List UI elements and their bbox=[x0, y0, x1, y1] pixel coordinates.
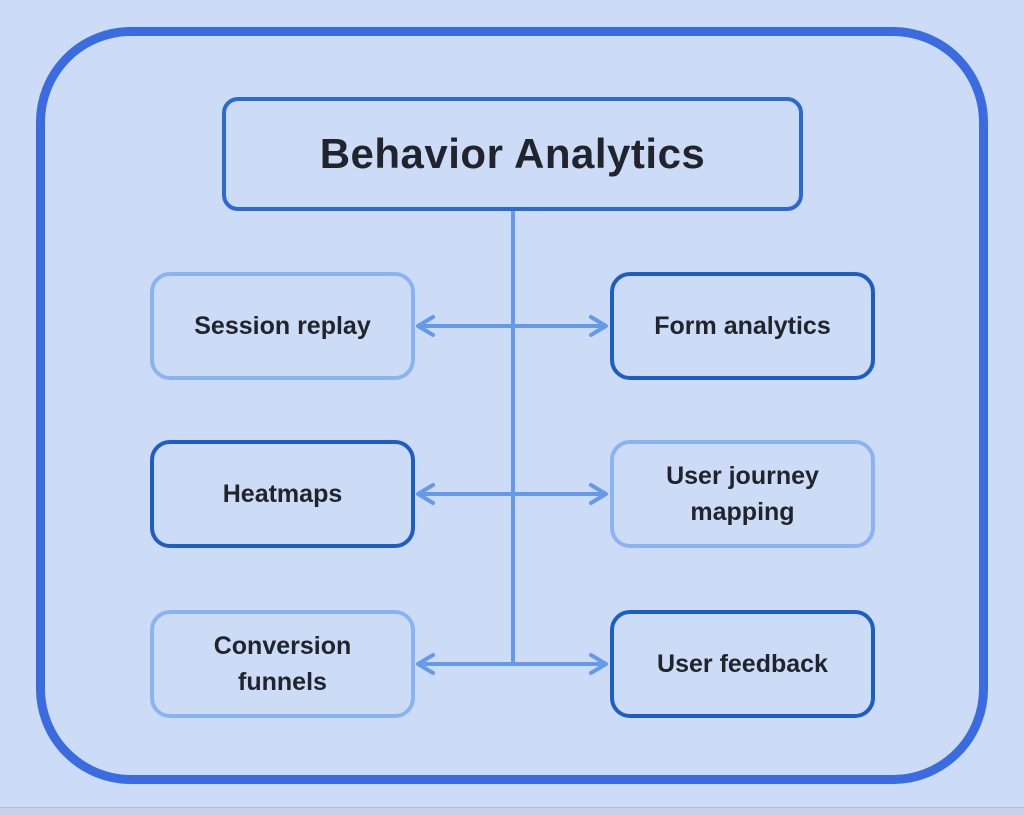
title-box: Behavior Analytics bbox=[222, 97, 803, 211]
node-label: Form analytics bbox=[654, 312, 831, 340]
node-heatmaps: Heatmaps bbox=[150, 440, 415, 548]
node-session-replay: Session replay bbox=[150, 272, 415, 380]
node-conversion-funnels: Conversion funnels bbox=[150, 610, 415, 718]
node-label: User feedback bbox=[657, 650, 828, 678]
node-label: User journey mapping bbox=[666, 462, 819, 526]
node-user-feedback: User feedback bbox=[610, 610, 875, 718]
node-label: Conversion funnels bbox=[213, 632, 352, 696]
node-form-analytics: Form analytics bbox=[610, 272, 875, 380]
node-label: Heatmaps bbox=[222, 480, 343, 508]
bottom-edge-strip bbox=[0, 807, 1024, 815]
diagram-title: Behavior Analytics bbox=[319, 130, 706, 177]
diagram-outer-frame bbox=[36, 27, 988, 784]
node-label: Session replay bbox=[194, 312, 371, 340]
node-user-journey-mapping: User journey mapping bbox=[610, 440, 875, 548]
